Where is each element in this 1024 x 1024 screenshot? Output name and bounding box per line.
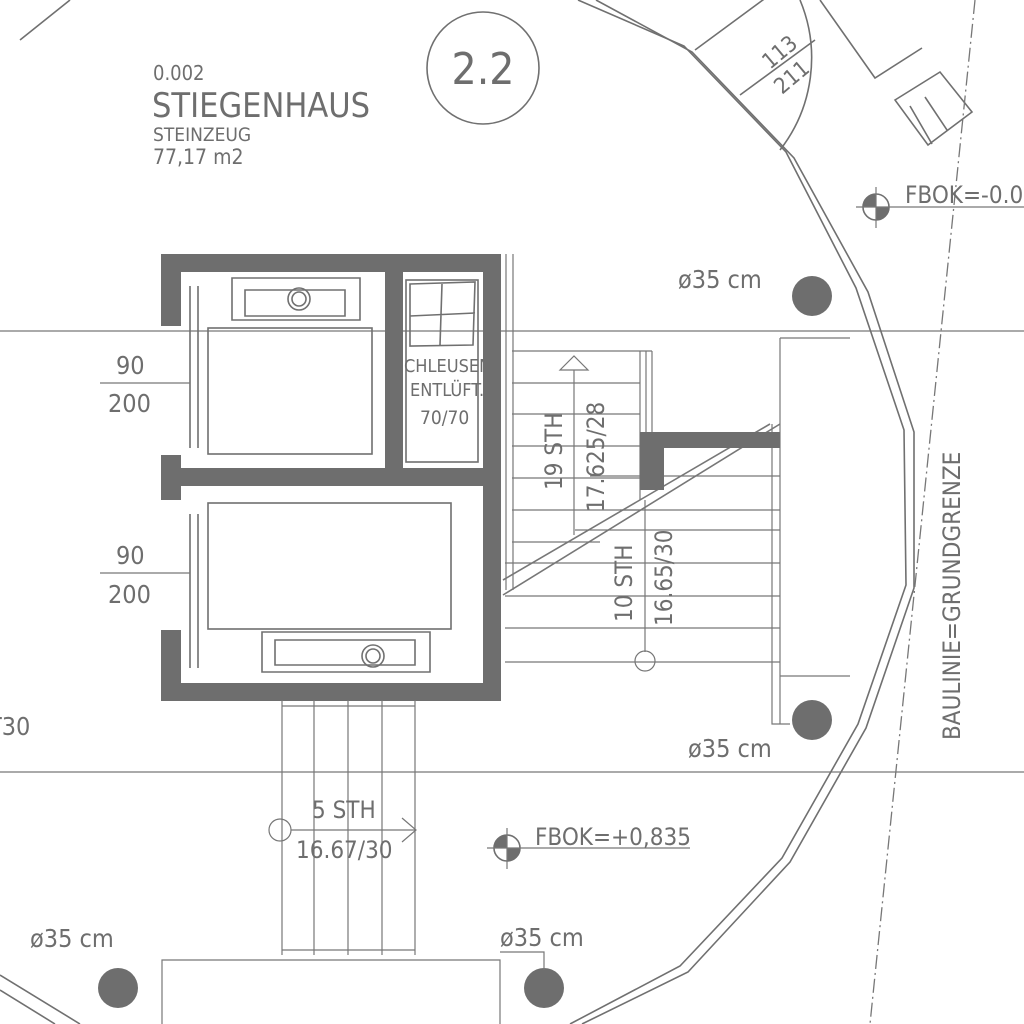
landing-wall (640, 432, 780, 448)
stair-ratio: 16.67/30 (296, 836, 393, 864)
wall-fragment-left (0, 974, 81, 1024)
column-label: ø35 cm (500, 923, 584, 952)
shaft-label: CHLEUSEN (404, 356, 491, 377)
column-label: ø35 cm (30, 924, 114, 953)
level-marker-icon (856, 187, 1024, 228)
stair-count: 10 STH (610, 545, 638, 622)
column (792, 700, 832, 740)
room-number: 0.002 (153, 61, 205, 85)
door-height: 200 (108, 580, 151, 609)
facade-wall (569, 0, 915, 1024)
column (524, 968, 564, 1008)
stair-count: 19 STH (540, 413, 568, 490)
lift-core (161, 254, 501, 701)
column (98, 968, 138, 1008)
room-floor: STEINZEUG (153, 124, 251, 146)
column-label: ø35 cm (678, 265, 762, 294)
column-label: ø35 cm (688, 734, 772, 763)
door-width: 90 (116, 541, 145, 570)
stair-ratio: 16.65/30 (650, 529, 678, 626)
axis-bubble (426, 11, 540, 125)
level-top-right: FBOK=-0.0 (905, 181, 1023, 209)
door-rating-fragment: T30 (0, 712, 30, 741)
room-name: STIEGENHAUS (152, 86, 370, 126)
landing-wall (640, 432, 664, 490)
boundary-line (869, 0, 976, 1024)
boundary-label: BAULINIE=GRUNDGRENZE (938, 452, 966, 740)
door-height: 200 (108, 389, 151, 418)
shaft-size: 70/70 (420, 407, 469, 429)
stair-ratio: 17.625/28 (582, 402, 610, 512)
stair-count: 5 STH (312, 796, 376, 824)
door-width: 90 (116, 351, 145, 380)
column (792, 276, 832, 316)
level-bottom: FBOK=+0,835 (535, 823, 691, 851)
room-area: 77,17 m2 (153, 145, 244, 169)
wall-fragment (19, 0, 71, 41)
level-marker-icon (487, 828, 690, 869)
shaft-label: ENTLÜFT. (410, 379, 484, 401)
exit-sign-icon (893, 70, 974, 147)
stair-flight (161, 254, 850, 1024)
door-swing (694, 0, 923, 151)
axis-label: 2.2 (452, 44, 515, 95)
